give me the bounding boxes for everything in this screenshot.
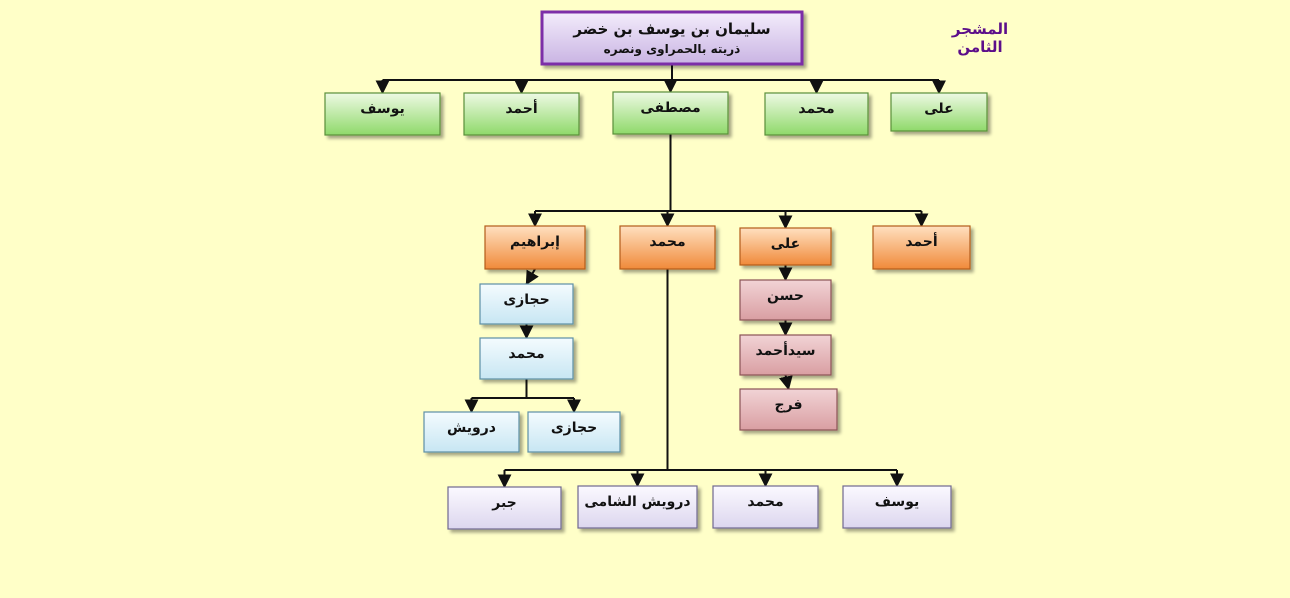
node-label-muhammad1: محمد [798, 101, 834, 117]
node-mustafa: مصطفى [612, 91, 729, 135]
node-box-ibrahim [484, 225, 586, 270]
node-box-mustafa [612, 91, 729, 135]
node-box-hasan [739, 279, 832, 321]
node-hijazi2: حجازى [527, 411, 621, 453]
node-label-mustafa: مصطفى [640, 100, 700, 116]
node-label-yusuf2: يوسف [875, 494, 919, 510]
connector-sayyid-faraj [779, 374, 793, 391]
root-node-subtitle: ذريته بالحمراوى ونصره [604, 42, 741, 57]
node-muhammad4: محمد [712, 485, 819, 529]
node-muhammad1: محمد [764, 92, 869, 136]
node-jabr: جبر [447, 486, 562, 530]
node-label-muhammad2: محمد [649, 234, 685, 250]
root-node-box [540, 10, 804, 66]
node-box-ahmad2 [872, 225, 971, 270]
node-label-muhammad3: محمد [508, 346, 544, 362]
node-sayyid: سيدأحمد [739, 334, 832, 376]
node-darwish1: درويش [423, 411, 520, 453]
node-yusuf2: يوسف [842, 485, 952, 529]
node-box-sayyid [739, 334, 832, 376]
page-label: المشجر الثامن [951, 20, 1009, 56]
node-label-ibrahim: إبراهيم [510, 234, 560, 250]
node-box-muhammad4 [712, 485, 819, 529]
node-label-darwish2: درويش الشامى [584, 494, 690, 510]
node-label-darwish1: درويش [447, 420, 496, 436]
node-ali2: على [739, 227, 832, 266]
root-node: سليمان بن يوسف بن خضر ذريته بالحمراوى ونص… [540, 10, 804, 66]
node-box-hijazi1 [479, 283, 574, 325]
node-label-hijazi2: حجازى [551, 420, 597, 436]
node-label-ali1: على [924, 101, 953, 117]
node-yusuf1: يوسف [324, 92, 441, 136]
node-darwish2: درويش الشامى [577, 485, 698, 529]
node-box-muhammad3 [479, 337, 574, 380]
node-box-darwish1 [423, 411, 520, 453]
node-label-jabr: جبر [491, 495, 517, 511]
node-label-sayyid: سيدأحمد [756, 341, 816, 359]
node-muhammad3: محمد [479, 337, 574, 380]
connector-layer [375, 64, 946, 489]
node-label-muhammad4: محمد [747, 494, 783, 510]
node-box-ali2 [739, 227, 832, 266]
node-box-faraj [739, 388, 838, 431]
node-muhammad2: محمد [619, 225, 716, 270]
node-box-ahmad1 [463, 92, 580, 136]
node-ahmad1: أحمد [463, 92, 580, 136]
node-ahmad2: أحمد [872, 225, 971, 270]
node-faraj: فرج [739, 388, 838, 431]
node-label-ahmad2: أحمد [905, 232, 937, 250]
node-box-hijazi2 [527, 411, 621, 453]
node-box-yusuf2 [842, 485, 952, 529]
node-box-ali1 [890, 92, 988, 132]
node-label-hasan: حسن [767, 288, 804, 304]
node-box-muhammad2 [619, 225, 716, 270]
node-label-hijazi1: حجازى [503, 292, 549, 308]
node-ali1: على [890, 92, 988, 132]
connector-ibrahim-hijazi1 [525, 268, 539, 286]
node-hasan: حسن [739, 279, 832, 321]
node-layer: سليمان بن يوسف بن خضر ذريته بالحمراوى ونص… [324, 10, 988, 530]
node-label-faraj: فرج [775, 397, 803, 413]
node-box-jabr [447, 486, 562, 530]
root-node-name: سليمان بن يوسف بن خضر [572, 20, 770, 38]
node-label-yusuf1: يوسف [360, 101, 404, 117]
node-hijazi1: حجازى [479, 283, 574, 325]
node-label-ali2: على [771, 236, 800, 252]
node-box-yusuf1 [324, 92, 441, 136]
node-box-darwish2 [577, 485, 698, 529]
node-ibrahim: إبراهيم [484, 225, 586, 270]
node-box-muhammad1 [764, 92, 869, 136]
node-label-ahmad1: أحمد [505, 99, 537, 117]
